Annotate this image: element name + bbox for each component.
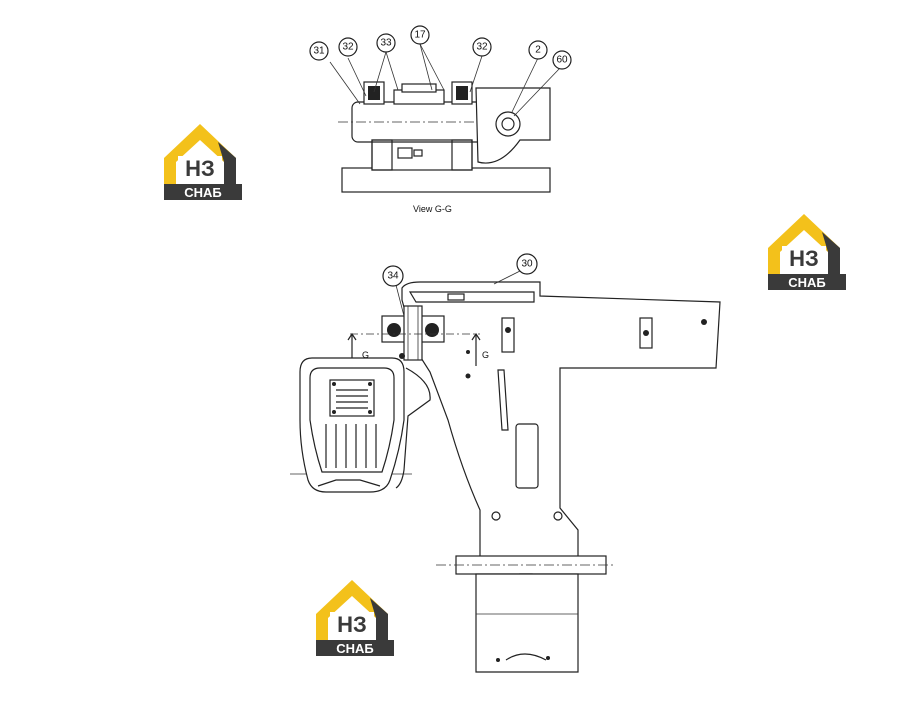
svg-text:НЗ: НЗ [337, 612, 367, 637]
svg-text:НЗ: НЗ [185, 156, 215, 181]
callout-2: 2 [528, 40, 548, 60]
foot-pedal [290, 357, 431, 493]
callout-31: 31 [309, 41, 329, 61]
svg-text:СНАБ: СНАБ [788, 275, 826, 290]
callout-30: 30 [516, 253, 538, 275]
callout-32-right: 32 [472, 37, 492, 57]
base-plate [341, 167, 551, 193]
svg-text:СНАБ: СНАБ [336, 641, 374, 656]
watermark-logo-left: НЗ СНАБ [164, 124, 242, 200]
svg-text:G: G [362, 350, 369, 360]
svg-text:33: 33 [380, 38, 392, 49]
svg-text:31: 31 [313, 46, 325, 57]
svg-text:НЗ: НЗ [789, 246, 819, 271]
section-mark-right: G [471, 332, 489, 366]
svg-text:34: 34 [387, 271, 399, 282]
main-assembly: G G 34 30 [347, 253, 721, 673]
svg-text:G: G [482, 350, 489, 360]
svg-text:32: 32 [476, 42, 488, 53]
bolt-2 [495, 111, 521, 137]
svg-text:СНАБ: СНАБ [184, 185, 222, 200]
view-caption: View G-G [413, 204, 452, 214]
column-base [475, 573, 579, 673]
callout-34: 34 [382, 265, 404, 287]
callout-17: 17 [410, 25, 430, 45]
section-view-gg: 31 32 33 17 32 2 60 View G-G [309, 25, 572, 214]
right-housing [475, 87, 551, 164]
watermark-logo-bottom: НЗ СНАБ [316, 580, 394, 656]
arm-body-30 [401, 281, 721, 559]
svg-text:60: 60 [556, 55, 568, 66]
callout-32-left: 32 [338, 37, 358, 57]
svg-text:17: 17 [414, 30, 426, 41]
svg-text:32: 32 [342, 42, 354, 53]
watermark-logo-right: НЗ СНАБ [768, 214, 846, 290]
svg-text:2: 2 [535, 45, 541, 56]
svg-text:30: 30 [521, 259, 533, 270]
callout-33: 33 [376, 33, 396, 53]
callout-60: 60 [552, 50, 572, 70]
